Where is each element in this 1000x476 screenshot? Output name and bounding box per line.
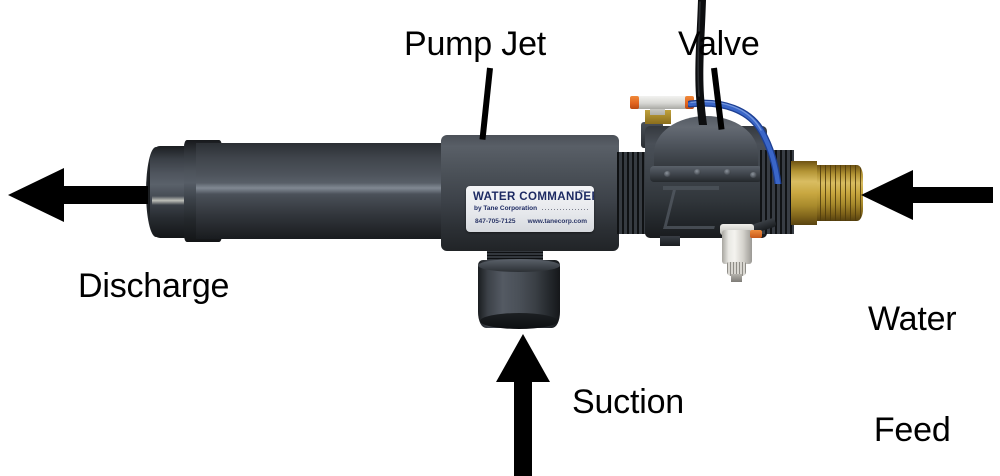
callout-label-suction: Suction (572, 383, 685, 421)
label-phone: 847-705-7125 (475, 218, 516, 225)
discharge-cap (150, 146, 194, 238)
regulator-cap (720, 224, 754, 235)
callout-label-valve: Valve (678, 25, 760, 63)
discharge-opening (146, 147, 166, 237)
label-trademark-icon: ™ (578, 190, 584, 196)
suction-arrow (496, 334, 550, 476)
valve-flange (650, 166, 762, 182)
tee-collet-left (630, 96, 639, 109)
valve-foot (660, 236, 680, 246)
discharge-highlight (152, 196, 194, 205)
valve-outlet-neck (760, 150, 794, 234)
threaded-stub (228, 152, 256, 230)
ribbed-adapter (617, 152, 649, 234)
pressure-regulator (722, 230, 752, 264)
valve-bonnet (654, 116, 758, 178)
callout-label-water-feed: Water Feed (868, 228, 957, 476)
valve-shoulder (641, 122, 663, 148)
product-label: WATER COMMANDER ™ by Tane Corporation 84… (466, 186, 594, 232)
valve-leader-line (711, 67, 725, 130)
flange-bolt (750, 172, 757, 178)
brass-tee-base (645, 110, 671, 124)
suction-coupler (478, 260, 560, 328)
pump-jet-housing (441, 135, 619, 251)
callout-label-water-feed-line2: Feed (873, 410, 951, 449)
valve-flow-arrow-emboss (663, 190, 724, 229)
callout-label-water-feed-line1: Water (868, 300, 957, 339)
tee-collet-right (685, 96, 694, 109)
regulator-arm (745, 217, 777, 236)
tee-stem (650, 103, 665, 115)
blue-air-tube (688, 99, 782, 184)
chrome-ring (216, 146, 260, 236)
discharge-arrow (8, 168, 148, 222)
label-website: www.tanecorp.com (527, 218, 587, 225)
flange-bolt (694, 169, 701, 175)
push-connect-tee (632, 96, 688, 109)
valve-emboss-bar (663, 186, 719, 190)
brass-male-thread (815, 165, 863, 221)
label-dot-rule (542, 209, 588, 210)
valve-body (645, 126, 767, 238)
suction-neck (487, 249, 543, 265)
brass-hex-shoulder (791, 161, 817, 225)
regulator-orange-collet (750, 230, 762, 238)
water-feed-arrow (861, 170, 993, 220)
suction-coupler-bottom (480, 313, 558, 329)
valve-foot (722, 236, 742, 246)
collar-nut (184, 140, 222, 242)
flange-bolt (664, 171, 671, 177)
barrel-highlight (196, 183, 458, 194)
suction-coupler-rim (478, 259, 560, 272)
flange-bolt (724, 169, 731, 175)
main-barrel (196, 143, 458, 239)
label-brand: WATER COMMANDER (473, 191, 594, 203)
callout-label-discharge: Discharge (78, 267, 230, 305)
callout-label-pump-jet: Pump Jet (404, 25, 547, 63)
regulator-stem (731, 274, 742, 282)
label-company: by Tane Corporation (474, 205, 538, 212)
pump-jet-leader-line (479, 67, 493, 140)
regulator-adjust-knob (727, 262, 746, 276)
